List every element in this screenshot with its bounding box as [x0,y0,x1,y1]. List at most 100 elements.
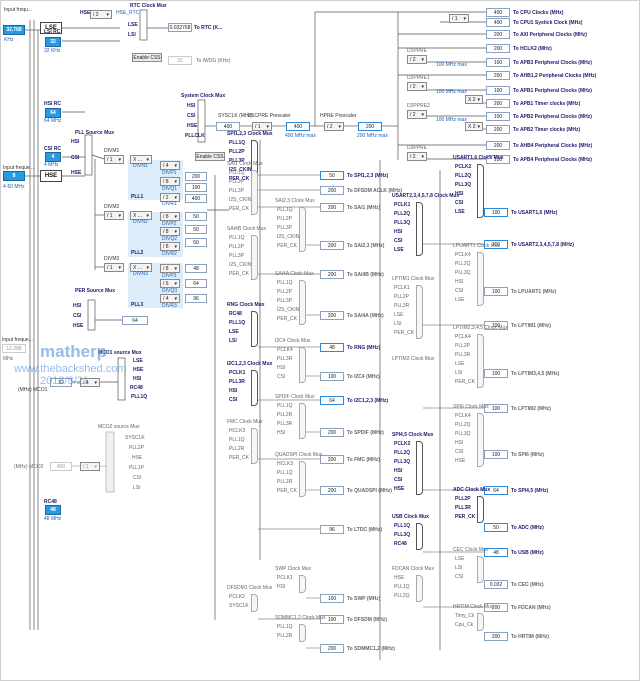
mid_muxes-3-value[interactable]: 200 [320,241,344,250]
mid_muxes-14-mux-icon[interactable] [299,575,306,593]
mid_muxes-1-mux-icon[interactable] [251,170,258,215]
ext-input-frequency[interactable]: 12.288 [2,344,26,353]
d3ppre-divider[interactable]: / 2 [407,152,427,161]
right_muxes-8-value[interactable]: 50 [484,523,508,532]
mco2-frequency[interactable]: 400 [50,462,72,471]
pll1p-value[interactable]: 200 [185,172,207,181]
output-value-11[interactable]: 100 [486,155,510,164]
mid_muxes-1-value[interactable]: 200 [320,186,344,195]
mid_muxes-10-value[interactable]: 200 [320,455,344,464]
mid_muxes-8-mux-icon[interactable] [251,370,258,406]
systick-divider[interactable]: / 1 [449,14,469,23]
d2ppre1-divider[interactable]: / 2 [407,82,427,91]
mid_muxes-11-mux-icon[interactable] [299,461,306,497]
divq2-divider[interactable]: / 8 [160,227,180,236]
right_muxes-12-mux-icon[interactable] [477,613,484,631]
output-value-6[interactable]: 100 [486,86,510,95]
mco2-divider[interactable]: / 1 [80,462,100,471]
output-value-1[interactable]: 400 [486,18,510,27]
right_muxes-6-mux-icon[interactable] [477,413,484,467]
divm2-divider[interactable]: / 1 [104,211,124,220]
rtc-frequency[interactable]: 0.032768 [168,23,192,32]
mid_muxes-8-value[interactable]: 64 [320,396,344,405]
right_muxes-5-value[interactable]: 100 [484,404,508,413]
right_muxes-6-value[interactable]: 100 [484,450,508,459]
divr1-divider[interactable]: / 2 [160,193,180,202]
right_muxes-11-value[interactable]: 200 [484,603,508,612]
mid_muxes-9-mux-icon[interactable] [299,403,306,439]
d1cpre-prescaler[interactable]: / 1 [252,122,272,131]
mid_muxes-0-value[interactable]: 50 [320,171,344,180]
right_muxes-0-mux-icon[interactable] [477,164,484,218]
pll2r-value[interactable]: 50 [185,238,207,247]
mid_muxes-13-value[interactable]: 100 [320,615,344,624]
right_muxes-4-mux-icon[interactable] [477,334,484,388]
hpre-prescaler[interactable]: / 2 [324,122,344,131]
divp1-divider[interactable]: / 4 [160,161,180,170]
output-value-3[interactable]: 200 [486,44,510,53]
lsi-rc-value[interactable]: 32 [45,37,61,47]
hpre-output-value[interactable]: 200 [358,122,382,131]
mid_muxes-3-mux-icon[interactable] [299,207,306,252]
pll1r-value[interactable]: 400 [185,194,207,203]
apb2-timer-multiplier[interactable]: X 2 [465,122,483,131]
mid_muxes-15-value[interactable]: 200 [320,644,344,653]
mid_muxes-2-value[interactable]: 200 [320,203,344,212]
right_muxes-7-value[interactable]: 64 [484,486,508,495]
mid_muxes-9-value[interactable]: 200 [320,428,344,437]
sysclk-value[interactable]: 400 [216,122,240,131]
mid_muxes-7-mux-icon[interactable] [299,347,306,383]
mid_muxes-4-mux-icon[interactable] [251,235,258,280]
mco1-divider[interactable]: / 4 [80,378,100,387]
output-value-2[interactable]: 200 [486,30,510,39]
divp2-divider[interactable]: / 8 [160,212,180,221]
output-value-10[interactable]: 200 [486,141,510,150]
mid_muxes-5-mux-icon[interactable] [299,280,306,325]
output-value-9[interactable]: 200 [486,125,510,134]
right_muxes-11-mux-icon[interactable] [416,575,423,602]
d1ppre-divider[interactable]: / 2 [407,55,427,64]
pll3q-value[interactable]: 64 [185,279,207,288]
right_muxes-8-mux-icon[interactable] [477,496,484,523]
divn1-multiplier[interactable]: X ... [130,155,152,164]
hsi-rc-value[interactable]: 64 [45,108,61,118]
mid_muxes-10-mux-icon[interactable] [251,428,258,464]
lse-input-frequency[interactable]: 32.768 [3,25,25,35]
divq3-divider[interactable]: / 6 [160,279,180,288]
right_muxes-1-mux-icon[interactable] [416,202,423,256]
d2ppre2-divider[interactable]: / 2 [407,110,427,119]
sys-enable-css-button[interactable]: Enable CSS [195,152,225,161]
mid_muxes-12-value[interactable]: 96 [320,525,344,534]
divr3-divider[interactable]: / 4 [160,294,180,303]
rtc-enable-css-button[interactable]: Enable CSS [132,53,162,62]
divp3-divider[interactable]: / 8 [160,264,180,273]
mid_muxes-6-mux-icon[interactable] [251,311,258,347]
pll3p-value[interactable]: 48 [185,264,207,273]
apb1-timer-multiplier[interactable]: X 2 [465,95,483,104]
pll2q-value[interactable]: 50 [185,225,207,234]
mid_muxes-13-mux-icon[interactable] [251,594,258,612]
hse-input-frequency[interactable]: 8 [3,171,25,181]
divq1-divider[interactable]: / 8 [160,177,180,186]
mco1-frequency[interactable]: 32 [50,378,72,387]
pll1q-value[interactable]: 100 [185,183,207,192]
right_muxes-10-value[interactable]: 0.032 [484,580,508,589]
pll2p-value[interactable]: 50 [185,212,207,221]
mid_muxes-5-value[interactable]: 200 [320,311,344,320]
output-value-4[interactable]: 100 [486,58,510,67]
mid_muxes-4-value[interactable]: 200 [320,270,344,279]
divm3-divider[interactable]: / 1 [104,263,124,272]
right_muxes-9-value[interactable]: 48 [484,548,508,557]
csi-rc-value[interactable]: 4 [45,152,61,162]
right_muxes-3-value[interactable]: 100 [484,321,508,330]
right_muxes-2-mux-icon[interactable] [477,252,484,306]
mid_muxes-7-value[interactable]: 100 [320,372,344,381]
divm1-divider[interactable]: / 1 [104,155,124,164]
output-value-7[interactable]: 200 [486,99,510,108]
right_muxes-10-mux-icon[interactable] [477,556,484,583]
output-value-8[interactable]: 100 [486,112,510,121]
right_muxes-7-mux-icon[interactable] [416,441,423,495]
right_muxes-12-value[interactable]: 200 [484,632,508,641]
output-value-5[interactable]: 200 [486,71,510,80]
mid_muxes-15-mux-icon[interactable] [299,624,306,642]
